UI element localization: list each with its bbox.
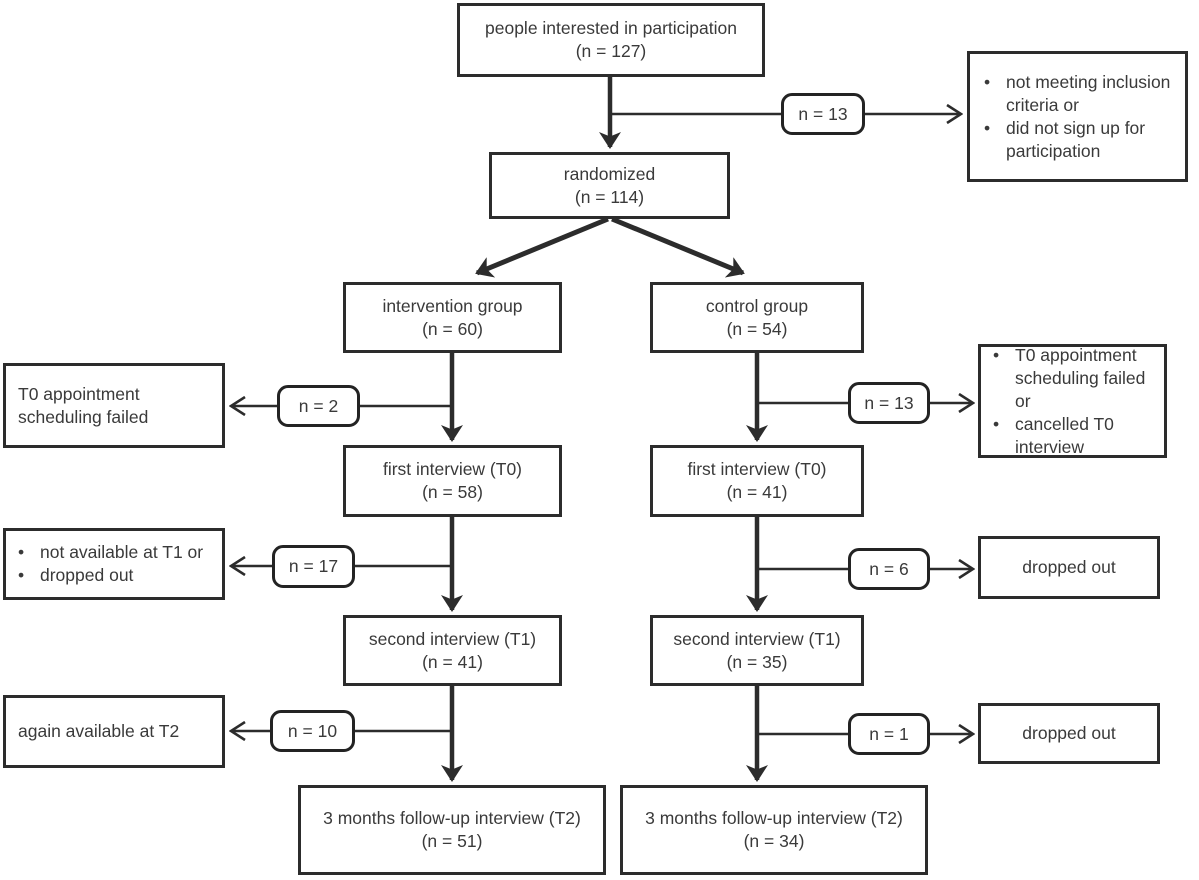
- box-intervention-t0-exclusion: T0 appointment scheduling failed: [3, 363, 225, 448]
- box-control-t0-exclusion: T0 appointment scheduling failed or canc…: [978, 344, 1167, 458]
- exclusion-reason: not meeting inclusion criteria or: [1006, 71, 1171, 115]
- box-count: (n = 58): [422, 482, 483, 502]
- box-randomized-count: (n = 114): [574, 186, 645, 207]
- exclusion-reason: T0 appointment scheduling failed or: [1015, 344, 1146, 411]
- box-control-followup: 3 months follow-up interview (T2) (n = 3…: [620, 785, 928, 875]
- n-badge-intervention-t1-exclusion: n = 17: [272, 545, 355, 588]
- control-t0-exclusion-list: T0 appointment scheduling failed or canc…: [993, 344, 1160, 459]
- exclusion-reason: cancelled T0 interview: [1015, 413, 1114, 457]
- box-control-second-interview: second interview (T1) (n = 35): [650, 615, 864, 686]
- box-label: 3 months follow-up interview (T2): [645, 808, 903, 828]
- n-badge-label: n = 6: [869, 558, 909, 579]
- n-badge-control-t0-exclusion: n = 13: [848, 382, 930, 424]
- box-intervention-t2-return: again available at T2: [3, 695, 225, 768]
- box-people-interested-count: (n = 127): [575, 41, 647, 61]
- box-intervention-first-interview: first interview (T0) (n = 58): [343, 445, 562, 517]
- return-reason: again available at T2: [18, 721, 180, 741]
- box-excluded-before-randomization: not meeting inclusion criteria or did no…: [967, 51, 1188, 182]
- box-people-interested: people interested in participation (n = …: [457, 3, 765, 77]
- exclusion-reason: dropped out: [40, 565, 134, 585]
- box-count: (n = 34): [743, 831, 805, 851]
- box-intervention-followup: 3 months follow-up interview (T2) (n = 5…: [298, 785, 606, 875]
- box-intervention-t1-exclusion: not available at T1 or dropped out: [3, 528, 225, 600]
- n-badge-control-t2-dropout: n = 1: [848, 713, 930, 755]
- box-count: (n = 35): [726, 651, 788, 672]
- box-randomized: randomized (n = 114): [489, 152, 730, 219]
- box-count: (n = 41): [422, 651, 483, 672]
- n-badge-not-randomized: n = 13: [781, 93, 865, 135]
- box-randomized-label: randomized: [563, 163, 656, 184]
- box-count: (n = 41): [726, 482, 788, 502]
- box-label: second interview (T1): [673, 628, 841, 649]
- n-badge-label: n = 2: [298, 395, 339, 416]
- n-badge-control-t1-dropout: n = 6: [848, 548, 930, 590]
- n-badge-label: n = 17: [288, 556, 339, 576]
- box-control-first-interview: first interview (T0) (n = 41): [650, 445, 864, 517]
- n-badge-intervention-t2-return: n = 10: [270, 710, 355, 752]
- box-control-t1-dropout: dropped out: [978, 536, 1160, 599]
- box-control-group: control group (n = 54): [650, 282, 864, 353]
- box-control-group-count: (n = 54): [726, 318, 788, 339]
- box-intervention-group-label: intervention group: [382, 295, 523, 316]
- box-intervention-group-count: (n = 60): [422, 318, 483, 339]
- box-intervention-group: intervention group (n = 60): [343, 282, 562, 353]
- n-badge-label: n = 13: [798, 103, 848, 124]
- box-label: 3 months follow-up interview (T2): [323, 808, 581, 828]
- box-people-interested-label: people interested in participation: [485, 18, 737, 38]
- excluded-before-randomization-list: not meeting inclusion criteria or did no…: [984, 71, 1179, 163]
- n-badge-label: n = 1: [869, 723, 909, 744]
- exclusion-reason: dropped out: [1022, 557, 1116, 577]
- box-label: first interview (T0): [687, 459, 827, 479]
- box-count: (n = 51): [421, 831, 483, 851]
- exclusion-reason: T0 appointment scheduling failed: [18, 383, 149, 427]
- n-badge-intervention-t0-exclusion: n = 2: [277, 385, 360, 427]
- exclusion-reason: did not sign up for participation: [1006, 117, 1146, 161]
- box-label: first interview (T0): [382, 459, 523, 479]
- exclusion-reason: not available at T1 or: [40, 542, 204, 562]
- intervention-t1-exclusion-list: not available at T1 or dropped out: [18, 541, 218, 587]
- n-badge-label: n = 13: [864, 392, 914, 413]
- box-control-t2-dropout: dropped out: [978, 703, 1160, 764]
- exclusion-reason: dropped out: [1022, 723, 1116, 743]
- n-badge-label: n = 10: [287, 720, 338, 741]
- box-label: second interview (T1): [368, 628, 537, 649]
- box-control-group-label: control group: [705, 295, 809, 316]
- box-intervention-second-interview: second interview (T1) (n = 41): [343, 615, 562, 686]
